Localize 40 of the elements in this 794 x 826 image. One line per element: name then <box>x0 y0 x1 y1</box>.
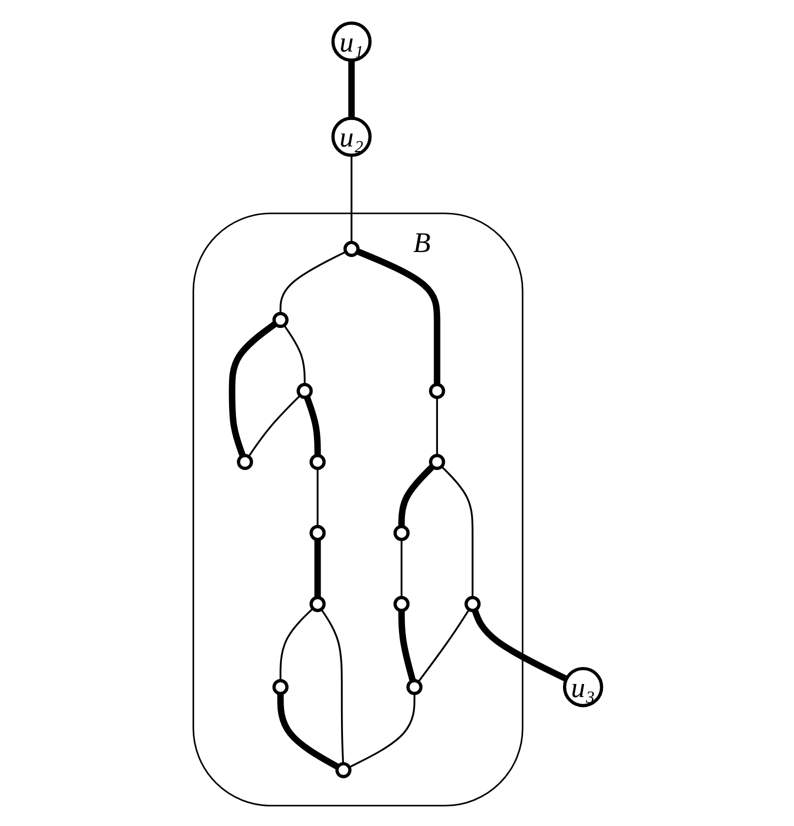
connector <box>350 155 352 242</box>
connector <box>356 248 440 384</box>
node-circle <box>272 679 288 696</box>
connector <box>303 396 320 456</box>
node-circle <box>428 454 445 470</box>
node-circle <box>309 524 326 542</box>
connector <box>417 608 470 682</box>
node-circle <box>296 382 312 400</box>
connector <box>320 608 344 764</box>
node-circle: u₂ <box>330 116 372 157</box>
node-circle <box>406 679 422 696</box>
node-circle: u₁ <box>330 22 372 62</box>
connector <box>436 397 438 456</box>
connector <box>228 321 277 457</box>
node-circle <box>464 596 480 612</box>
node-circle: u₃ <box>562 666 603 708</box>
connector <box>316 468 318 527</box>
node-circle <box>236 454 253 470</box>
node-circle <box>309 596 326 612</box>
connector <box>247 394 300 458</box>
connector <box>314 539 320 598</box>
cluster: B <box>192 212 523 806</box>
connector <box>398 610 416 682</box>
node-circle <box>309 454 326 470</box>
node-circle <box>342 240 360 257</box>
connector <box>398 464 434 527</box>
node-circle <box>393 524 410 542</box>
connector <box>348 60 354 118</box>
connector <box>279 250 346 314</box>
node-circle <box>393 596 410 612</box>
connector <box>282 324 306 384</box>
node-circle <box>334 762 352 778</box>
connector <box>440 466 473 598</box>
connector <box>348 694 415 768</box>
connector <box>471 608 568 682</box>
node-circle <box>272 312 288 328</box>
connector <box>400 539 402 598</box>
connector <box>279 608 314 681</box>
node-circle <box>428 382 445 400</box>
connector <box>276 694 339 770</box>
